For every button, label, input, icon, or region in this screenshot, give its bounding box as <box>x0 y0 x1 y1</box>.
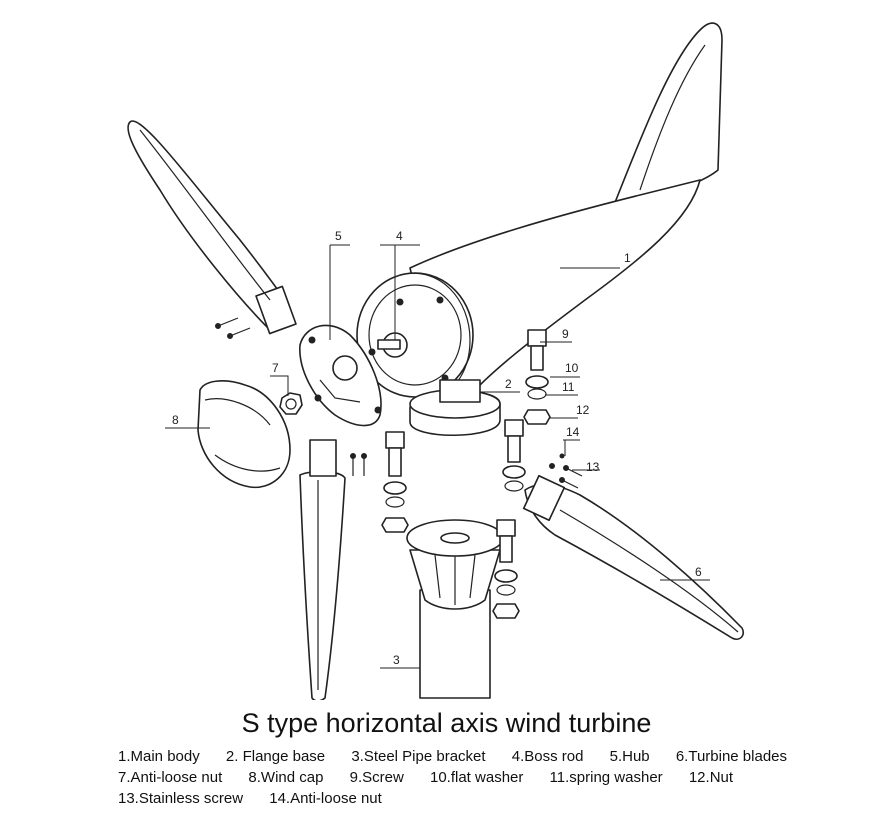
legend-item: 8.Wind cap <box>248 769 324 786</box>
callout-11: 11 <box>562 380 575 394</box>
callout-1: 1 <box>624 251 631 265</box>
legend-row: 7.Anti-loose nut 8.Wind cap 9.Screw 10.f… <box>118 767 878 788</box>
callout-13: 13 <box>586 460 600 474</box>
screw-stack-lower <box>492 519 520 619</box>
main-body <box>409 179 701 391</box>
callout-2: 2 <box>505 377 512 391</box>
legend-row: 13.Stainless screw 14.Anti-loose nut <box>118 788 878 809</box>
legend-item: 13.Stainless screw <box>118 790 244 807</box>
legend-item: 1.Main body <box>118 748 200 765</box>
legend-item: 3.Steel Pipe bracket <box>351 748 486 765</box>
anti-loose-nut <box>279 392 303 415</box>
exploded-view-drawing: 1 2 3 4 5 6 7 8 9 10 11 12 13 14 <box>127 22 745 700</box>
wind-cap <box>197 380 291 489</box>
callout-leaders <box>165 244 710 669</box>
callout-10: 10 <box>565 361 579 375</box>
screw-stack-upper-right <box>523 329 551 425</box>
callout-3: 3 <box>393 653 400 667</box>
legend-item: 2. Flange base <box>225 748 326 765</box>
callout-12: 12 <box>576 403 590 417</box>
callout-14: 14 <box>566 425 580 439</box>
turbine-blade-right <box>524 483 745 640</box>
tail-fin <box>611 22 723 216</box>
legend-item: 11.spring washer <box>549 769 663 786</box>
legend-item: 4.Boss rod <box>511 748 584 765</box>
callout-6: 6 <box>695 565 702 579</box>
turbine-blade-lower <box>299 470 346 700</box>
legend-item: 7.Anti-loose nut <box>118 769 223 786</box>
screw-stack-left <box>381 431 409 533</box>
legend-item: 14.Anti-loose nut <box>269 790 382 807</box>
legend-item: 12.Nut <box>688 769 734 786</box>
callout-8: 8 <box>172 413 179 427</box>
callout-4: 4 <box>396 229 403 243</box>
callout-7: 7 <box>272 361 279 375</box>
callout-5: 5 <box>335 229 342 243</box>
legend-item: 10.flat washer <box>429 769 524 786</box>
legend-row: 1.Main body 2. Flange base 3.Steel Pipe … <box>118 746 878 767</box>
diagram-title: S type horizontal axis wind turbine <box>241 708 652 738</box>
callout-9: 9 <box>562 327 569 341</box>
legend-item: 6.Turbine blades <box>675 748 788 765</box>
screw-stack-center <box>502 419 526 492</box>
legend-item: 9.Screw <box>349 769 404 786</box>
legend-item: 5.Hub <box>609 748 650 765</box>
parts-legend: 1.Main body 2. Flange base 3.Steel Pipe … <box>118 746 878 809</box>
stainless-screws <box>215 317 583 489</box>
